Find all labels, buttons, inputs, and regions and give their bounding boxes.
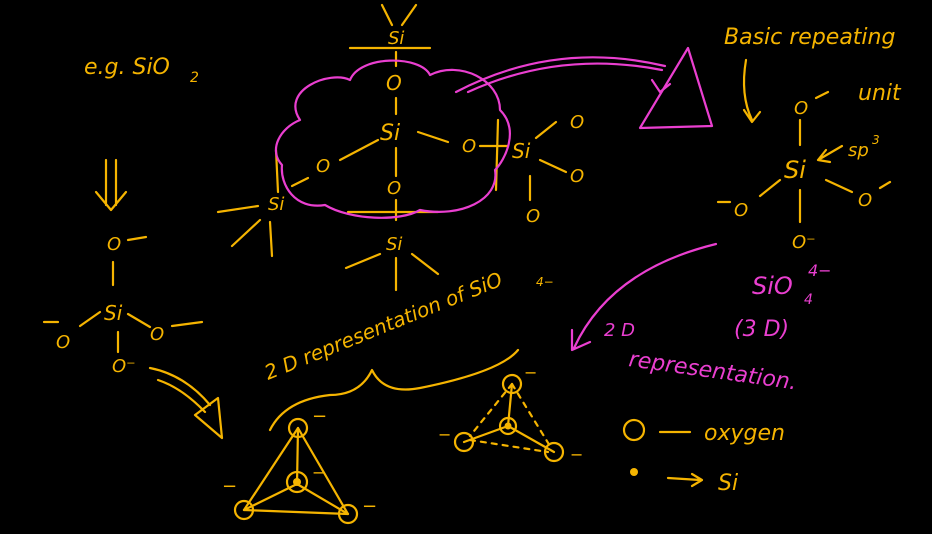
twod-rep-of-charge: 4− bbox=[536, 275, 554, 289]
silicon-atom bbox=[293, 478, 301, 486]
legend-oxygen-label: oxygen bbox=[704, 421, 785, 446]
atom-si-bottom: Si bbox=[386, 234, 402, 255]
sp3-superscript: 3 bbox=[872, 133, 880, 147]
atom-o-bottom: O⁻ bbox=[112, 356, 136, 377]
oxygen-atom bbox=[287, 417, 309, 439]
atom-o-right: O bbox=[858, 190, 872, 211]
atom-o-left: O bbox=[734, 200, 748, 221]
oxygen-atom bbox=[543, 441, 565, 463]
basic-unit-line-2: unit bbox=[858, 81, 902, 106]
atom-si-center: Si bbox=[784, 156, 806, 184]
charge-minus: − bbox=[438, 425, 451, 444]
oxygen-atom bbox=[453, 431, 475, 453]
atom-o-right-side: O bbox=[570, 166, 584, 187]
twod-representation-label: representation. bbox=[627, 347, 798, 395]
atom-si-left: Si bbox=[268, 194, 284, 215]
three-d-label: (3 D) bbox=[734, 317, 789, 342]
basic-unit-cloud bbox=[274, 59, 511, 219]
curly-brace bbox=[268, 348, 520, 432]
diagonal-arrow-icon bbox=[148, 366, 224, 440]
curved-arrow-icon bbox=[454, 46, 714, 130]
atom-o-top: O bbox=[107, 234, 121, 255]
atom-o-right: O bbox=[462, 136, 476, 157]
left-sio4-structure: O Si O O O⁻ bbox=[42, 234, 204, 377]
atom-o-right: O bbox=[150, 324, 164, 345]
silicon-atom bbox=[504, 422, 512, 430]
legend: oxygen Si bbox=[622, 418, 785, 496]
to-2d-arrow-icon bbox=[570, 242, 718, 352]
atom-si-center: Si bbox=[380, 121, 400, 146]
double-down-arrow-icon bbox=[94, 158, 128, 212]
charge-minus: − bbox=[524, 363, 537, 382]
twod-label: 2 D bbox=[604, 320, 635, 341]
charge-minus: − bbox=[312, 463, 325, 482]
atom-si-top: Si bbox=[388, 28, 404, 49]
tetrahedron-2d: − − − − bbox=[222, 406, 377, 525]
charge-minus: − bbox=[570, 445, 583, 464]
charge-minus: − bbox=[362, 496, 377, 517]
oxygen-atom bbox=[233, 499, 255, 521]
atom-o-right-bottom: O bbox=[526, 206, 540, 227]
sp3-label: sp bbox=[848, 140, 869, 161]
tetrahedron-3d: − − − bbox=[438, 363, 583, 464]
legend-si-label: Si bbox=[718, 471, 738, 496]
example-label: e.g. SiO 2 bbox=[84, 55, 199, 86]
oxygen-atom bbox=[337, 503, 359, 525]
example-text: e.g. SiO bbox=[84, 55, 170, 80]
oxygen-atom bbox=[498, 416, 518, 436]
atom-o-lower: O bbox=[387, 178, 401, 199]
twod-rep-of-text: 2 D representation of SiO bbox=[261, 267, 506, 385]
atom-o-left: O bbox=[316, 156, 330, 177]
atom-o-top: O bbox=[794, 98, 808, 119]
charge-minus: − bbox=[222, 476, 237, 497]
legend-si-symbol bbox=[630, 468, 638, 476]
legend-oxygen-symbol bbox=[622, 418, 646, 442]
basic-unit-line-1: Basic repeating bbox=[724, 25, 895, 50]
charge-minus: − bbox=[312, 406, 327, 427]
atom-o-bottom: O⁻ bbox=[792, 232, 816, 253]
atom-si-right: Si bbox=[512, 139, 531, 163]
right-sio4-structure: O Si sp 3 O O O⁻ SiO 4 4− (3 D) bbox=[716, 90, 892, 342]
oxygen-atom bbox=[285, 470, 309, 494]
example-subscript: 2 bbox=[190, 70, 199, 86]
sio4-formula: SiO bbox=[752, 272, 793, 300]
atom-si-center: Si bbox=[104, 301, 123, 325]
sio4-subscript: 4 bbox=[804, 292, 813, 308]
sio2-network: Si O Si O O O Si O O O Si Si bbox=[216, 3, 584, 292]
atom-o-right-top: O bbox=[570, 112, 584, 133]
atom-o-left: O bbox=[56, 332, 70, 353]
oxygen-atom bbox=[501, 373, 523, 395]
atom-o-1: O bbox=[386, 71, 402, 95]
basic-unit-label: Basic repeating unit bbox=[724, 25, 902, 124]
sio4-charge: 4− bbox=[808, 261, 832, 280]
